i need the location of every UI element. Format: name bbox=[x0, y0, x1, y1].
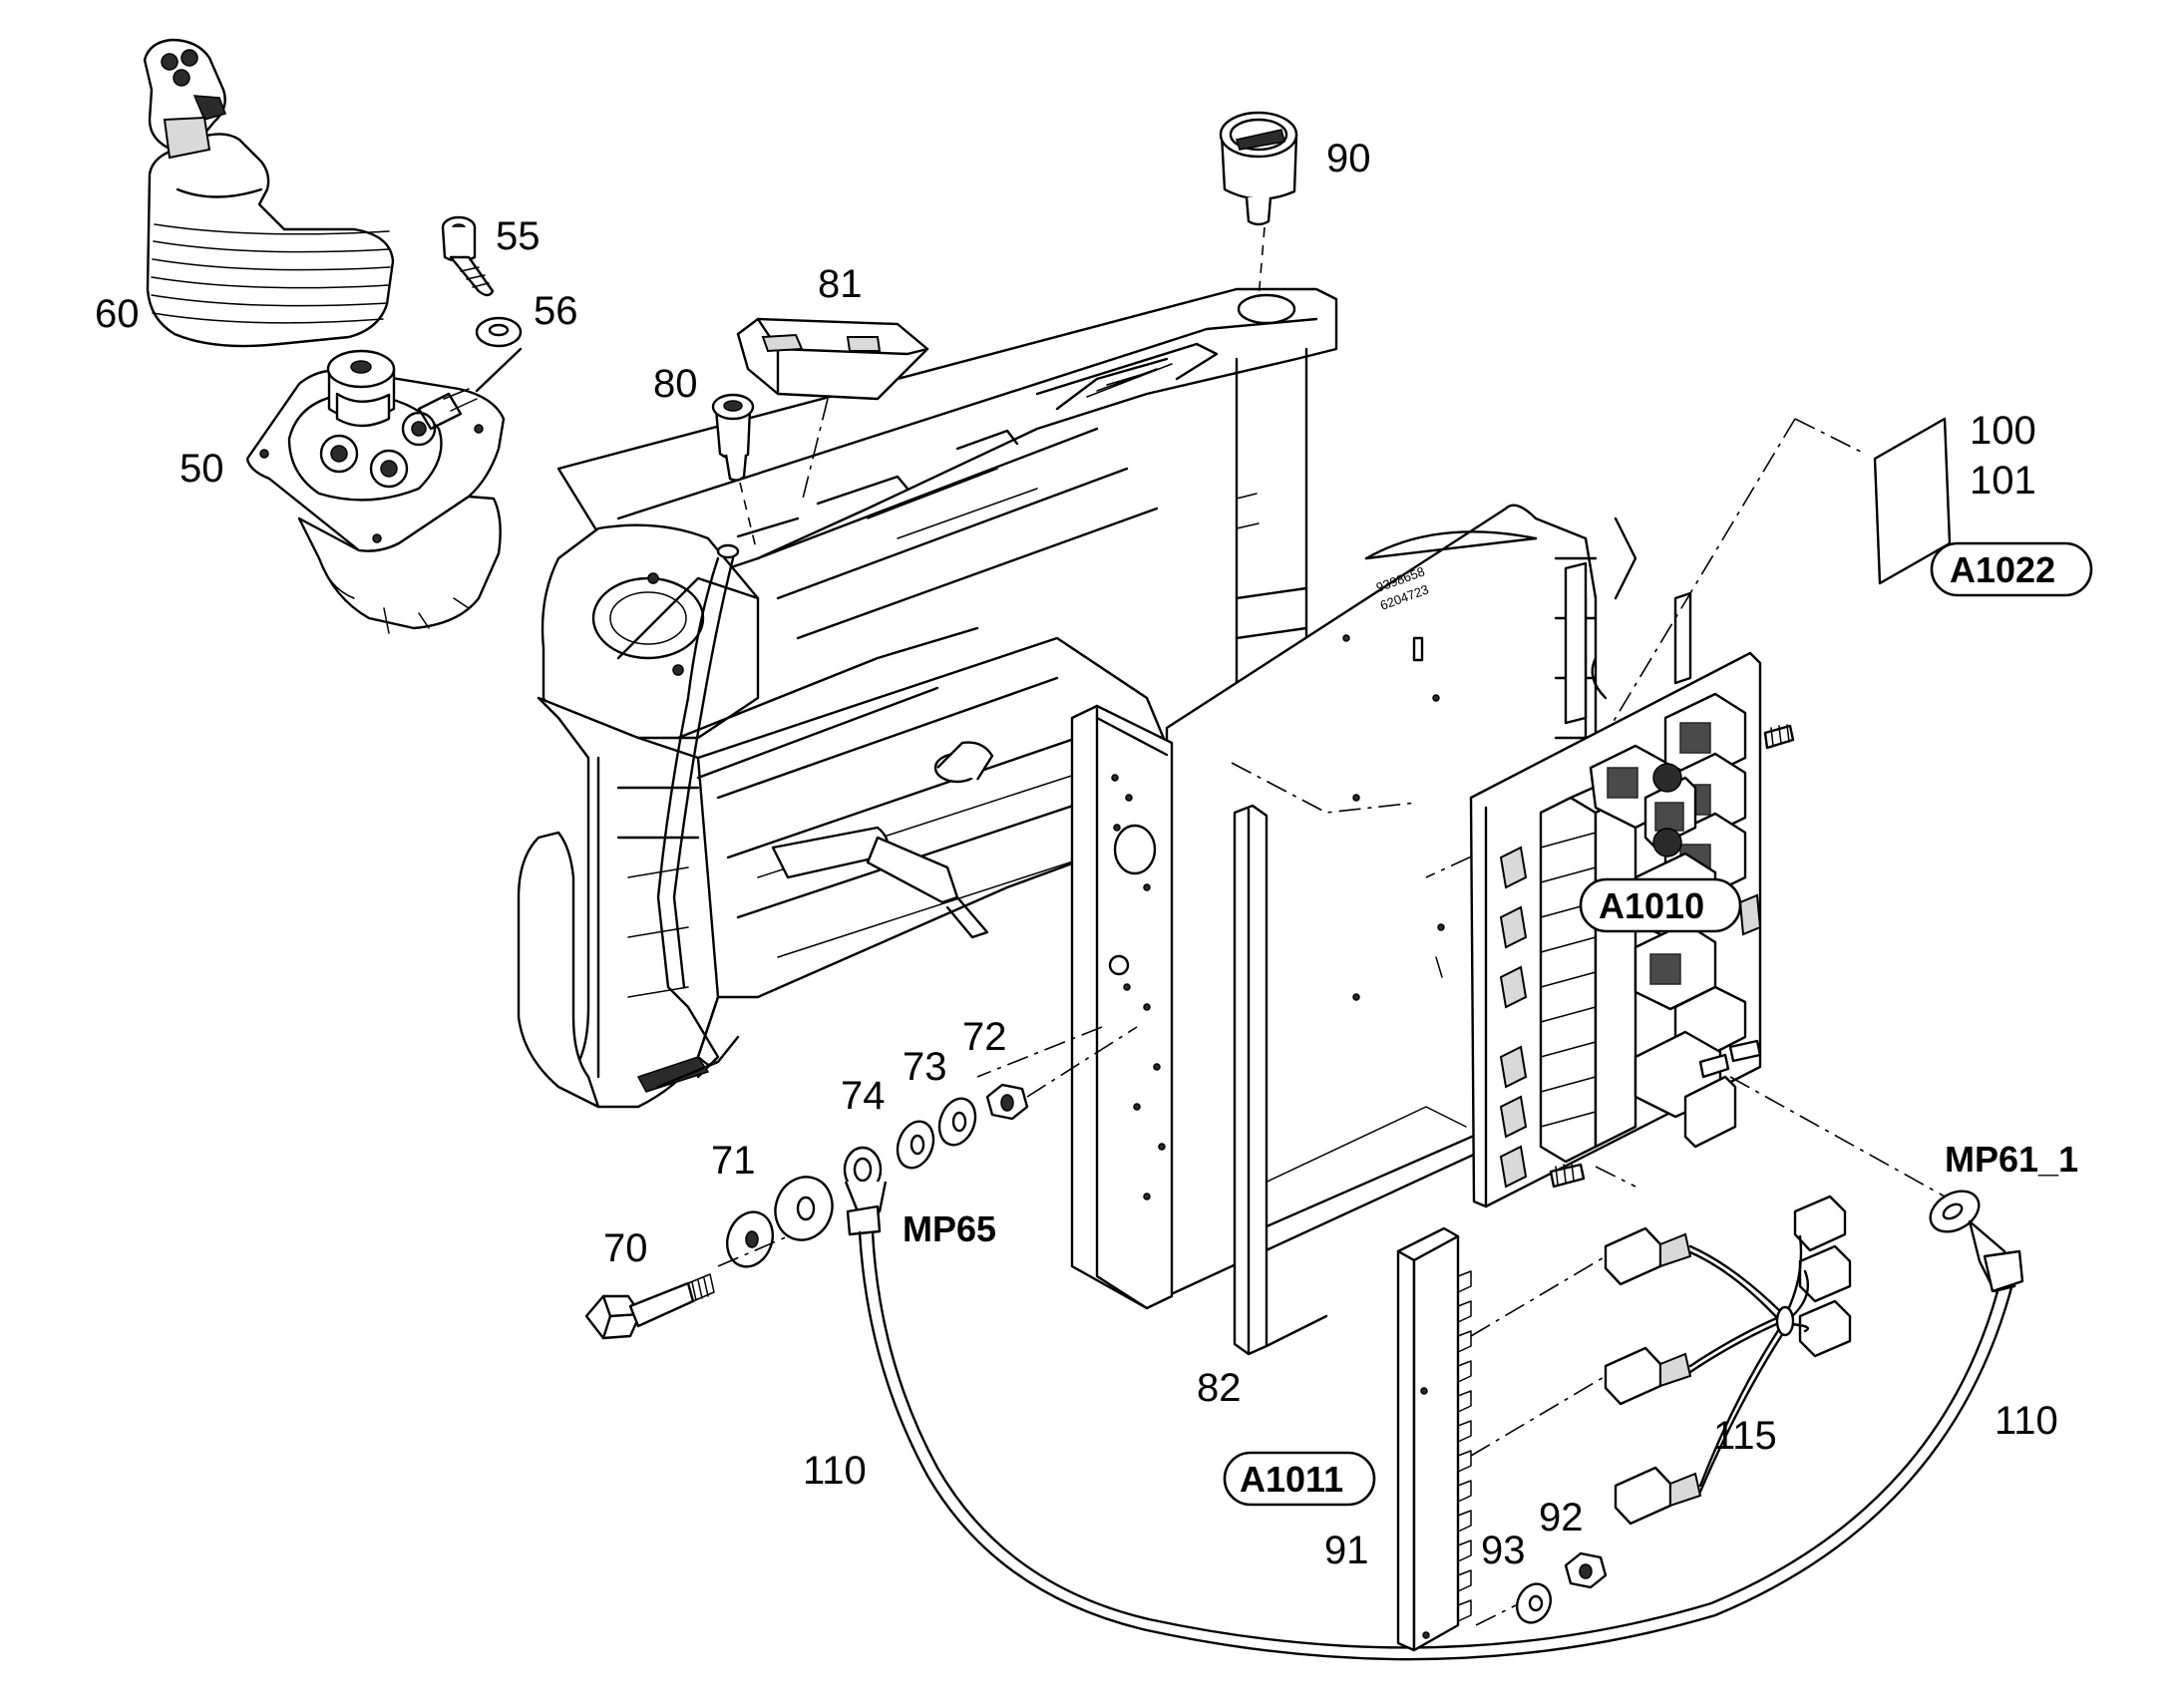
nut-part-72 bbox=[985, 1083, 1029, 1121]
washer-part-71-a bbox=[726, 1210, 774, 1268]
tag-a1011: A1011 bbox=[1223, 1451, 1376, 1507]
callout-81: 81 bbox=[818, 262, 863, 306]
callout-72: 72 bbox=[962, 1015, 1007, 1059]
wiring-harness-part-115 bbox=[1604, 1195, 1852, 1526]
callout-56: 56 bbox=[534, 289, 578, 333]
tag-mp61-1: MP61_1 bbox=[1945, 1139, 2078, 1180]
callout-70: 70 bbox=[603, 1226, 648, 1270]
callout-labels: 60 55 56 50 81 80 90 100 101 72 73 74 71… bbox=[95, 137, 2093, 1572]
bolt-part-70 bbox=[584, 1273, 715, 1340]
tag-a1022: A1022 bbox=[1930, 541, 2093, 597]
washer-part-73 bbox=[937, 1097, 977, 1147]
callout-100: 100 bbox=[1970, 409, 2036, 453]
washer-part-71-b bbox=[774, 1176, 834, 1241]
tag-a1010-label: A1010 bbox=[1599, 885, 1704, 926]
callout-55: 55 bbox=[496, 214, 541, 258]
joystick-boot-part-60 bbox=[143, 38, 395, 348]
tag-a1022-label: A1022 bbox=[1950, 549, 2055, 590]
callout-73: 73 bbox=[903, 1045, 947, 1089]
callout-60: 60 bbox=[95, 292, 140, 336]
callout-93: 93 bbox=[1481, 1529, 1526, 1572]
callout-92: 92 bbox=[1539, 1496, 1584, 1539]
callout-74: 74 bbox=[841, 1074, 886, 1118]
gauge-part-90 bbox=[1219, 111, 1298, 226]
washer-part-74 bbox=[896, 1120, 935, 1170]
callout-80: 80 bbox=[653, 362, 698, 406]
callout-110-right: 110 bbox=[1995, 1399, 2058, 1443]
tag-a1011-label: A1011 bbox=[1240, 1459, 1343, 1500]
callout-90: 90 bbox=[1326, 137, 1371, 180]
washer-part-93 bbox=[1516, 1582, 1552, 1624]
terminal-strip-part-91 bbox=[1396, 1226, 1472, 1652]
washer-part-56 bbox=[475, 316, 523, 348]
tag-mp65: MP65 bbox=[903, 1208, 996, 1249]
screw-part-55 bbox=[441, 215, 495, 297]
callout-101: 101 bbox=[1970, 459, 2036, 503]
cover-part-81 bbox=[736, 317, 929, 401]
callout-110-left: 110 bbox=[803, 1449, 867, 1493]
callout-50: 50 bbox=[180, 447, 224, 491]
callout-91: 91 bbox=[1324, 1529, 1369, 1572]
switch-part-80 bbox=[711, 393, 755, 482]
callout-115: 115 bbox=[1713, 1414, 1777, 1458]
ground-cable-part-110 bbox=[843, 1146, 2024, 1661]
joystick-base-part-50 bbox=[245, 349, 506, 634]
edge-strip-part-82 bbox=[1233, 804, 1328, 1356]
callout-82: 82 bbox=[1197, 1366, 1242, 1410]
callout-71: 71 bbox=[711, 1139, 756, 1183]
nut-part-92 bbox=[1564, 1551, 1608, 1589]
tag-a1010: A1010 bbox=[1579, 877, 1742, 933]
